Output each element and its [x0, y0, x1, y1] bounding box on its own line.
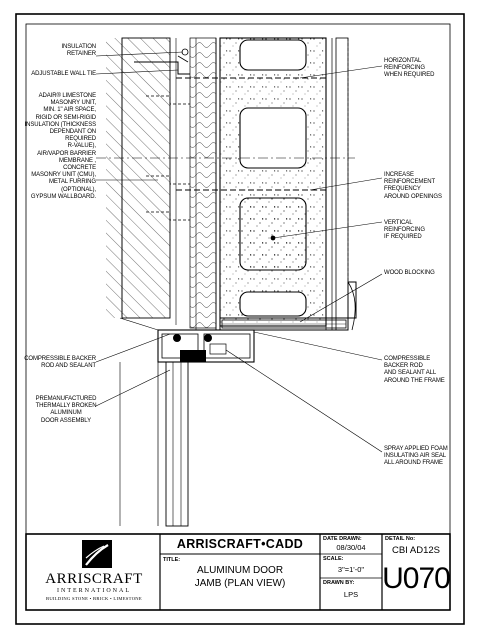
logo-sub-international: INTERNATIONAL [57, 588, 131, 594]
drawing-title-line2: JAMB (PLAN VIEW) [194, 578, 286, 589]
drawn-by-value: LPS [343, 590, 359, 599]
label-door-assembly: PREMANUFACTURED THERMALLY BROKEN ALUMINU… [35, 396, 97, 424]
label-compressible-backer-left: COMPRESSIBLE BACKER ROD AND SEALANT [24, 356, 96, 370]
drawing-title-line1: ALUMINUM DOOR [196, 565, 284, 576]
door-leaf [165, 361, 189, 527]
arriscraft-logo [82, 540, 112, 568]
limestone-unit [121, 37, 171, 319]
logo-name: ARRISCRAFT [45, 571, 143, 587]
rigid-insulation [189, 37, 217, 329]
scale-value: 3"=1'-0" [337, 565, 365, 574]
cmu-cell-grouted [239, 197, 307, 271]
drawn-by-label: DRAWN BY: [323, 580, 355, 586]
date-label: DATE DRAWN: [323, 536, 362, 542]
cmu-cell-top [239, 107, 307, 169]
label-increase-reinforcement: INCREASE REINFORCEMENT FREQUENCY AROUND … [384, 172, 442, 200]
company-name: ARRISCRAFT•CADD [176, 537, 304, 551]
label-spray-foam: SPRAY APPLIED FOAM INSULATING AIR SEAL A… [384, 446, 448, 467]
detail-number: CBI AD12S [391, 545, 441, 556]
logo-sub-products: BUILDING STONE • BRICK • LIMESTONE [45, 596, 143, 601]
date-value: 08/30/04 [336, 543, 366, 552]
scale-label: SCALE: [323, 556, 344, 562]
label-horizontal-reinforcing: HORIZONTAL REINFORCING WHEN REQUIRED [384, 58, 435, 79]
label-insulation-retainer: INSULATION RETAINER [61, 44, 96, 58]
title-label: TITLE: [163, 557, 181, 563]
sheet-number: U070 [382, 562, 451, 595]
label-vertical-reinforcing: VERTICAL REINFORCING IF REQUIRED [384, 220, 425, 241]
label-wall-assembly: ADAIR® LIMESTONE MASONRY UNIT, MIN. 1" A… [24, 93, 97, 200]
label-adjustable-wall-tie: ADJUSTABLE WALL TIE [31, 71, 96, 77]
sheet-border [15, 13, 465, 625]
label-compressible-backer-right: COMPRESSIBLE BACKER ROD AND SEALANT ALL … [384, 356, 445, 384]
label-wood-blocking: WOOD BLOCKING [384, 270, 435, 276]
detail-label: DETAIL No: [385, 536, 416, 542]
